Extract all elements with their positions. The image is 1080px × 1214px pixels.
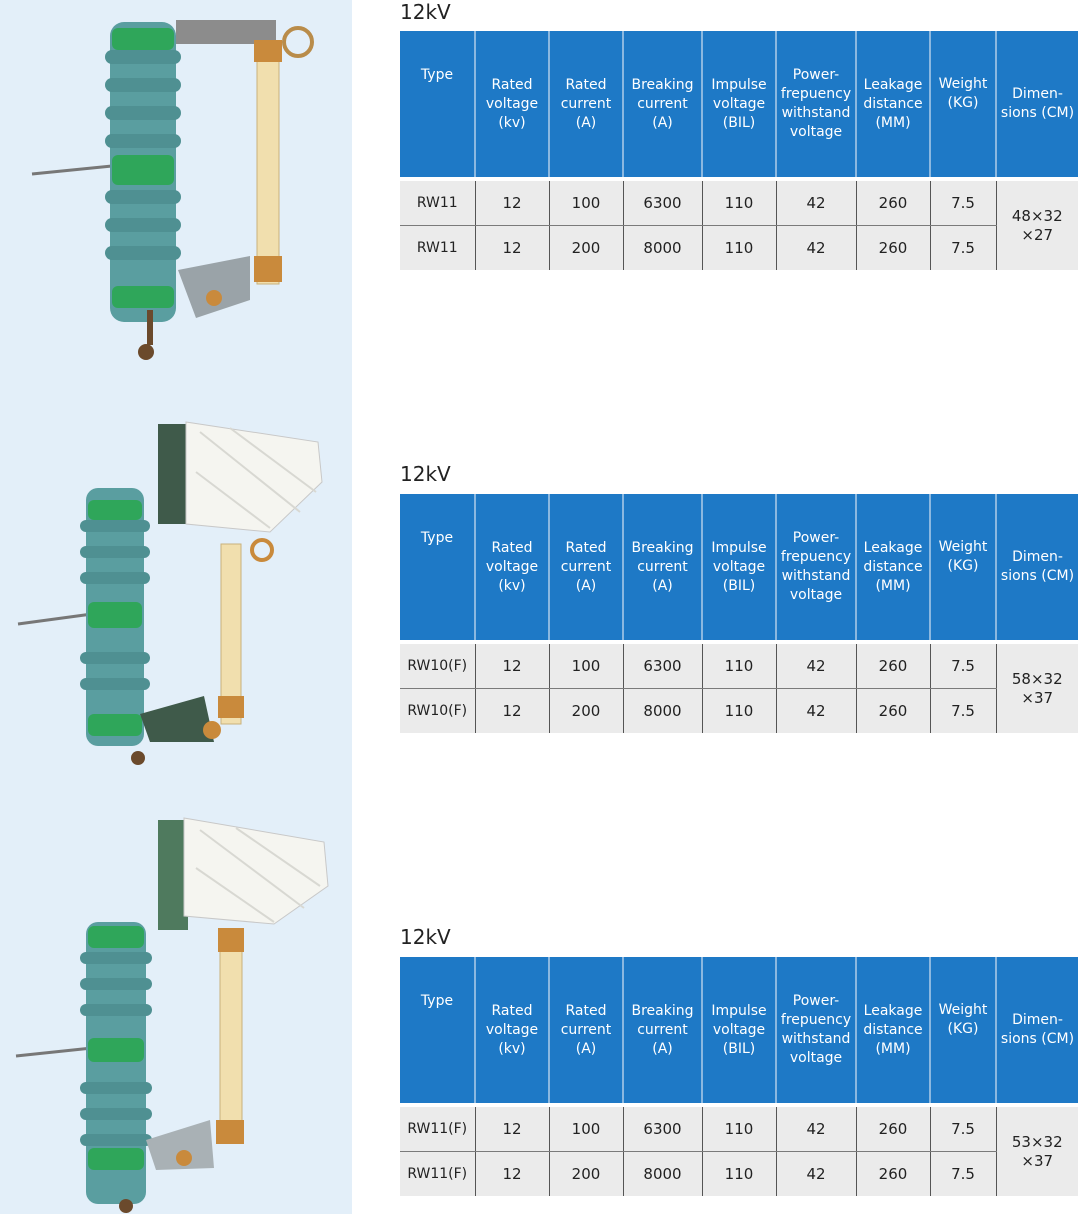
header-rated-current: Rated current (A) — [548, 957, 623, 1103]
cell-impulse-voltage: 110 — [701, 1107, 776, 1152]
cell-breaking-current: 6300 — [622, 181, 702, 226]
header-rated-current: Rated current (A) — [548, 31, 623, 177]
header-dimensions: Dimen- sions (CM) — [995, 31, 1078, 177]
cell-rated-voltage: 12 — [474, 1151, 549, 1196]
cell-power-frequency: 42 — [775, 181, 856, 226]
cell-rated-current: 200 — [548, 688, 623, 733]
cell-leakage-distance: 260 — [855, 1107, 930, 1152]
cell-breaking-current: 6300 — [622, 1107, 702, 1152]
cell-dimensions: 53×32 ×37 — [995, 1107, 1078, 1196]
cell-type: RW11 — [400, 225, 475, 270]
header-impulse-voltage: Impulse voltage (BIL) — [701, 494, 776, 640]
cell-weight: 7.5 — [929, 225, 996, 270]
header-power-frequency: Power- frepuency withstand voltage — [775, 494, 856, 640]
table-row: RW11 12 200 8000 110 42 260 7.5 — [400, 225, 1078, 270]
cell-leakage-distance: 260 — [855, 225, 930, 270]
cell-type: RW10(F) — [400, 688, 475, 733]
header-impulse-voltage: Impulse voltage (BIL) — [701, 957, 776, 1103]
header-breaking-current: Breaking current (A) — [622, 31, 702, 177]
table-header-row: Type Rated voltage (kv) Rated current (A… — [400, 31, 1078, 177]
section-title: 12kV — [400, 0, 451, 24]
cell-power-frequency: 42 — [775, 225, 856, 270]
table-row: RW11 12 100 6300 110 42 260 7.5 48×32 ×2… — [400, 181, 1078, 270]
header-impulse-voltage: Impulse voltage (BIL) — [701, 31, 776, 177]
cell-leakage-distance: 260 — [855, 1151, 930, 1196]
cell-rated-voltage: 12 — [474, 688, 549, 733]
cell-dimensions: 48×32 ×27 — [995, 181, 1078, 270]
header-dimensions: Dimen- sions (CM) — [995, 494, 1078, 640]
cell-rated-current: 100 — [548, 644, 623, 689]
table-row: RW11(F) 12 200 8000 110 42 260 7.5 — [400, 1151, 1078, 1196]
header-leakage-distance: Leakage distance (MM) — [855, 957, 930, 1103]
header-rated-voltage: Rated voltage (kv) — [474, 31, 549, 177]
cell-impulse-voltage: 110 — [701, 1151, 776, 1196]
header-type: Type — [400, 957, 475, 1103]
cell-impulse-voltage: 110 — [701, 644, 776, 689]
header-weight: Weight (KG) — [929, 31, 996, 177]
cell-weight: 7.5 — [929, 688, 996, 733]
section-title: 12kV — [400, 925, 451, 949]
cell-leakage-distance: 260 — [855, 644, 930, 689]
cell-weight: 7.5 — [929, 1151, 996, 1196]
cell-rated-voltage: 12 — [474, 181, 549, 226]
cell-rated-current: 200 — [548, 1151, 623, 1196]
cell-breaking-current: 6300 — [622, 644, 702, 689]
spec-table: Type Rated voltage (kv) Rated current (A… — [400, 31, 1078, 270]
cell-breaking-current: 8000 — [622, 225, 702, 270]
header-dimensions: Dimen- sions (CM) — [995, 957, 1078, 1103]
cell-rated-current: 100 — [548, 181, 623, 226]
header-type: Type — [400, 494, 475, 640]
cell-weight: 7.5 — [929, 644, 996, 689]
section-title: 12kV — [400, 462, 451, 486]
cell-leakage-distance: 260 — [855, 688, 930, 733]
rw11f-fuse-image — [15, 817, 329, 1213]
table-row: RW10(F) 12 200 8000 110 42 260 7.5 — [400, 688, 1078, 733]
cell-rated-voltage: 12 — [474, 225, 549, 270]
header-breaking-current: Breaking current (A) — [622, 957, 702, 1103]
cell-type: RW11(F) — [400, 1107, 475, 1152]
header-power-frequency: Power- frepuency withstand voltage — [775, 957, 856, 1103]
cell-rated-current: 100 — [548, 1107, 623, 1152]
spec-table: Type Rated voltage (kv) Rated current (A… — [400, 494, 1078, 733]
header-breaking-current: Breaking current (A) — [622, 494, 702, 640]
cell-breaking-current: 8000 — [622, 1151, 702, 1196]
rw10f-fuse-image — [17, 421, 323, 765]
cell-rated-current: 200 — [548, 225, 623, 270]
cell-type: RW10(F) — [400, 644, 475, 689]
cell-rated-voltage: 12 — [474, 1107, 549, 1152]
table-header-row: Type Rated voltage (kv) Rated current (A… — [400, 494, 1078, 640]
header-weight: Weight (KG) — [929, 494, 996, 640]
cell-power-frequency: 42 — [775, 1107, 856, 1152]
cell-impulse-voltage: 110 — [701, 688, 776, 733]
cell-impulse-voltage: 110 — [701, 181, 776, 226]
header-rated-current: Rated current (A) — [548, 494, 623, 640]
header-rated-voltage: Rated voltage (kv) — [474, 494, 549, 640]
cell-power-frequency: 42 — [775, 1151, 856, 1196]
cell-type: RW11 — [400, 181, 475, 226]
rw11-fuse-image — [31, 20, 314, 360]
table-header-row: Type Rated voltage (kv) Rated current (A… — [400, 957, 1078, 1103]
cell-breaking-current: 8000 — [622, 688, 702, 733]
spec-table: Type Rated voltage (kv) Rated current (A… — [400, 957, 1078, 1196]
cell-dimensions: 58×32 ×37 — [995, 644, 1078, 733]
cell-impulse-voltage: 110 — [701, 225, 776, 270]
table-row: RW10(F) 12 100 6300 110 42 260 7.5 58×32… — [400, 644, 1078, 733]
cell-rated-voltage: 12 — [474, 644, 549, 689]
header-type: Type — [400, 31, 475, 177]
header-leakage-distance: Leakage distance (MM) — [855, 31, 930, 177]
header-rated-voltage: Rated voltage (kv) — [474, 957, 549, 1103]
cell-power-frequency: 42 — [775, 688, 856, 733]
header-power-frequency: Power- frepuency withstand voltage — [775, 31, 856, 177]
cell-weight: 7.5 — [929, 181, 996, 226]
cell-power-frequency: 42 — [775, 644, 856, 689]
table-row: RW11(F) 12 100 6300 110 42 260 7.5 53×32… — [400, 1107, 1078, 1196]
header-leakage-distance: Leakage distance (MM) — [855, 494, 930, 640]
cell-type: RW11(F) — [400, 1151, 475, 1196]
cell-leakage-distance: 260 — [855, 181, 930, 226]
cell-weight: 7.5 — [929, 1107, 996, 1152]
header-weight: Weight (KG) — [929, 957, 996, 1103]
